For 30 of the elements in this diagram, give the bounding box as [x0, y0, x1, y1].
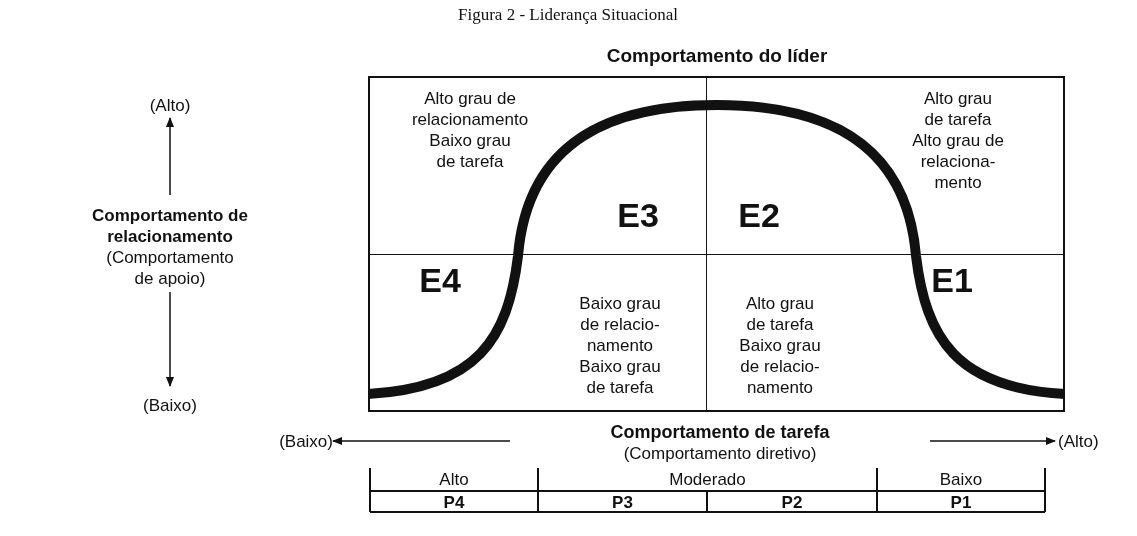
- table-cell-text: P4: [442, 492, 466, 513]
- quadrant-description: Baixo grau de tarefa: [428, 130, 512, 172]
- figure-title: Figura 2 - Liderança Situacional: [457, 4, 679, 25]
- table-cell-text: P2: [780, 492, 804, 513]
- table-cell-text: P3: [611, 492, 634, 513]
- quadrant-code: E2: [737, 196, 781, 234]
- axis-end-label: (Alto): [1058, 431, 1100, 452]
- quadrant-description: Alto grau de relaciona- mento: [911, 130, 1005, 193]
- chart-heading: Comportamento do líder: [605, 44, 829, 67]
- axis-subtitle: (Comportamento de apoio): [105, 247, 235, 289]
- table-header: Alto: [438, 469, 470, 490]
- axis-subtitle: (Comportamento diretivo): [622, 443, 818, 464]
- quadrant-panel: [368, 76, 707, 255]
- table-cell-text: P1: [949, 492, 973, 513]
- quadrant-description: Baixo grau de relacio- namento: [738, 335, 822, 398]
- table-header: Moderado: [668, 469, 747, 490]
- quadrant-code: E1: [930, 261, 974, 299]
- quadrant-description: Alto grau de tarefa: [744, 293, 815, 335]
- axis-title: Comportamento de tarefa: [609, 422, 831, 443]
- axis-end-label: (Alto): [148, 95, 192, 116]
- axis-end-label: (Baixo): [142, 395, 198, 416]
- quadrant-description: Baixo grau de relacio- namento: [578, 293, 662, 356]
- table-header: Baixo: [938, 469, 984, 490]
- axis-title: Comportamento de relacionamento: [91, 205, 249, 247]
- quadrant-description: Alto grau de relacionamento: [410, 88, 530, 130]
- quadrant-code: E3: [616, 196, 660, 234]
- quadrant-description: Baixo grau de tarefa: [578, 356, 662, 398]
- quadrant-description: Alto grau de tarefa: [922, 88, 993, 130]
- axis-end-label: (Baixo): [278, 431, 333, 452]
- quadrant-code: E4: [418, 261, 462, 299]
